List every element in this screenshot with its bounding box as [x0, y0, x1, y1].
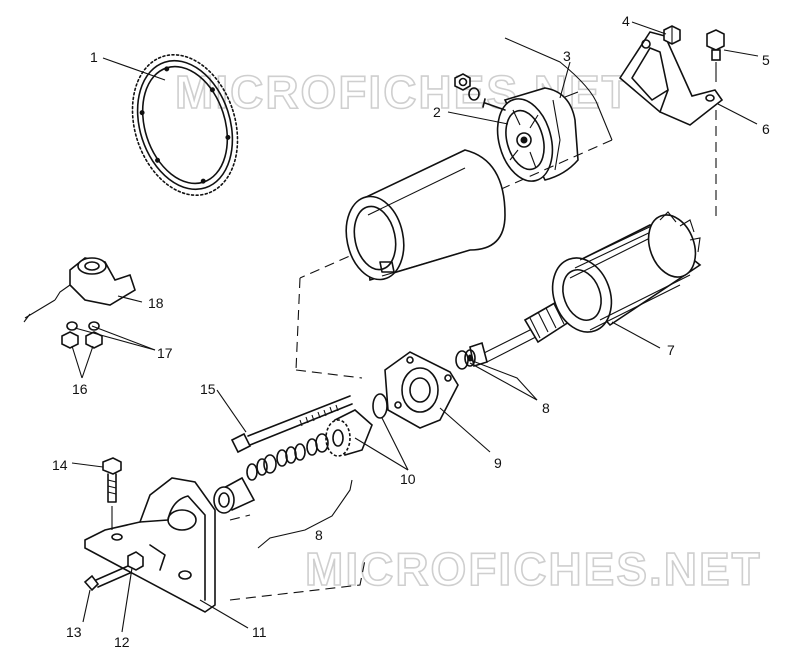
bushing — [213, 476, 256, 514]
alignment-line-upper — [299, 139, 613, 279]
motor-housing — [345, 149, 506, 282]
through-bolt — [230, 395, 353, 454]
callout-9: 9 — [494, 455, 502, 471]
thrust-washers — [455, 349, 476, 370]
bracket-bolt — [706, 29, 725, 82]
callout-10: 10 — [400, 471, 416, 487]
bracket-lower-line — [257, 479, 353, 549]
watermark-bottom: MICROFICHES.NET — [305, 543, 762, 595]
armature — [469, 211, 702, 368]
callout-11: 11 — [252, 624, 267, 640]
callout-3: 3 — [563, 48, 571, 64]
alignment-line-lower — [295, 369, 363, 379]
callout-16: 16 — [72, 381, 88, 397]
callout-5: 5 — [762, 52, 770, 68]
drive-pinion — [306, 393, 388, 457]
bracket-nut — [663, 25, 681, 45]
ring-gear — [131, 54, 239, 196]
callout-7: 7 — [667, 342, 675, 358]
callout-14: 14 — [52, 457, 68, 473]
drive-end-plate — [384, 351, 459, 429]
front-bracket — [84, 477, 216, 613]
callout-4: 4 — [622, 13, 630, 29]
callout-13: 13 — [66, 624, 82, 640]
bracket-lock-nut — [127, 551, 144, 571]
callout-18: 18 — [148, 295, 164, 311]
alignment-line-bracket — [229, 514, 251, 521]
end-cap-nut — [454, 73, 506, 111]
callout-1: 1 — [90, 49, 98, 65]
callout-12: 12 — [114, 634, 130, 650]
callout-8-upper: 8 — [542, 400, 550, 416]
end-cap — [496, 87, 579, 182]
callout-6: 6 — [762, 121, 770, 137]
bracket-bracket-line — [504, 37, 613, 141]
callout-2: 2 — [433, 104, 441, 120]
bracket-upper-bolt — [102, 457, 122, 530]
alignment-line-bottom — [229, 559, 366, 601]
callout-17: 17 — [157, 345, 173, 361]
mounting-bracket — [618, 31, 724, 126]
callout-8-lower: 8 — [315, 527, 323, 543]
alignment-line-left — [295, 277, 301, 371]
callout-15: 15 — [200, 381, 216, 397]
solenoid — [23, 257, 136, 323]
solenoid-hardware — [61, 321, 103, 349]
bracket-mount-bolt — [83, 565, 131, 592]
end-cap-stud — [564, 91, 579, 98]
leader-lines — [71, 21, 759, 633]
drive-spring — [246, 443, 306, 481]
